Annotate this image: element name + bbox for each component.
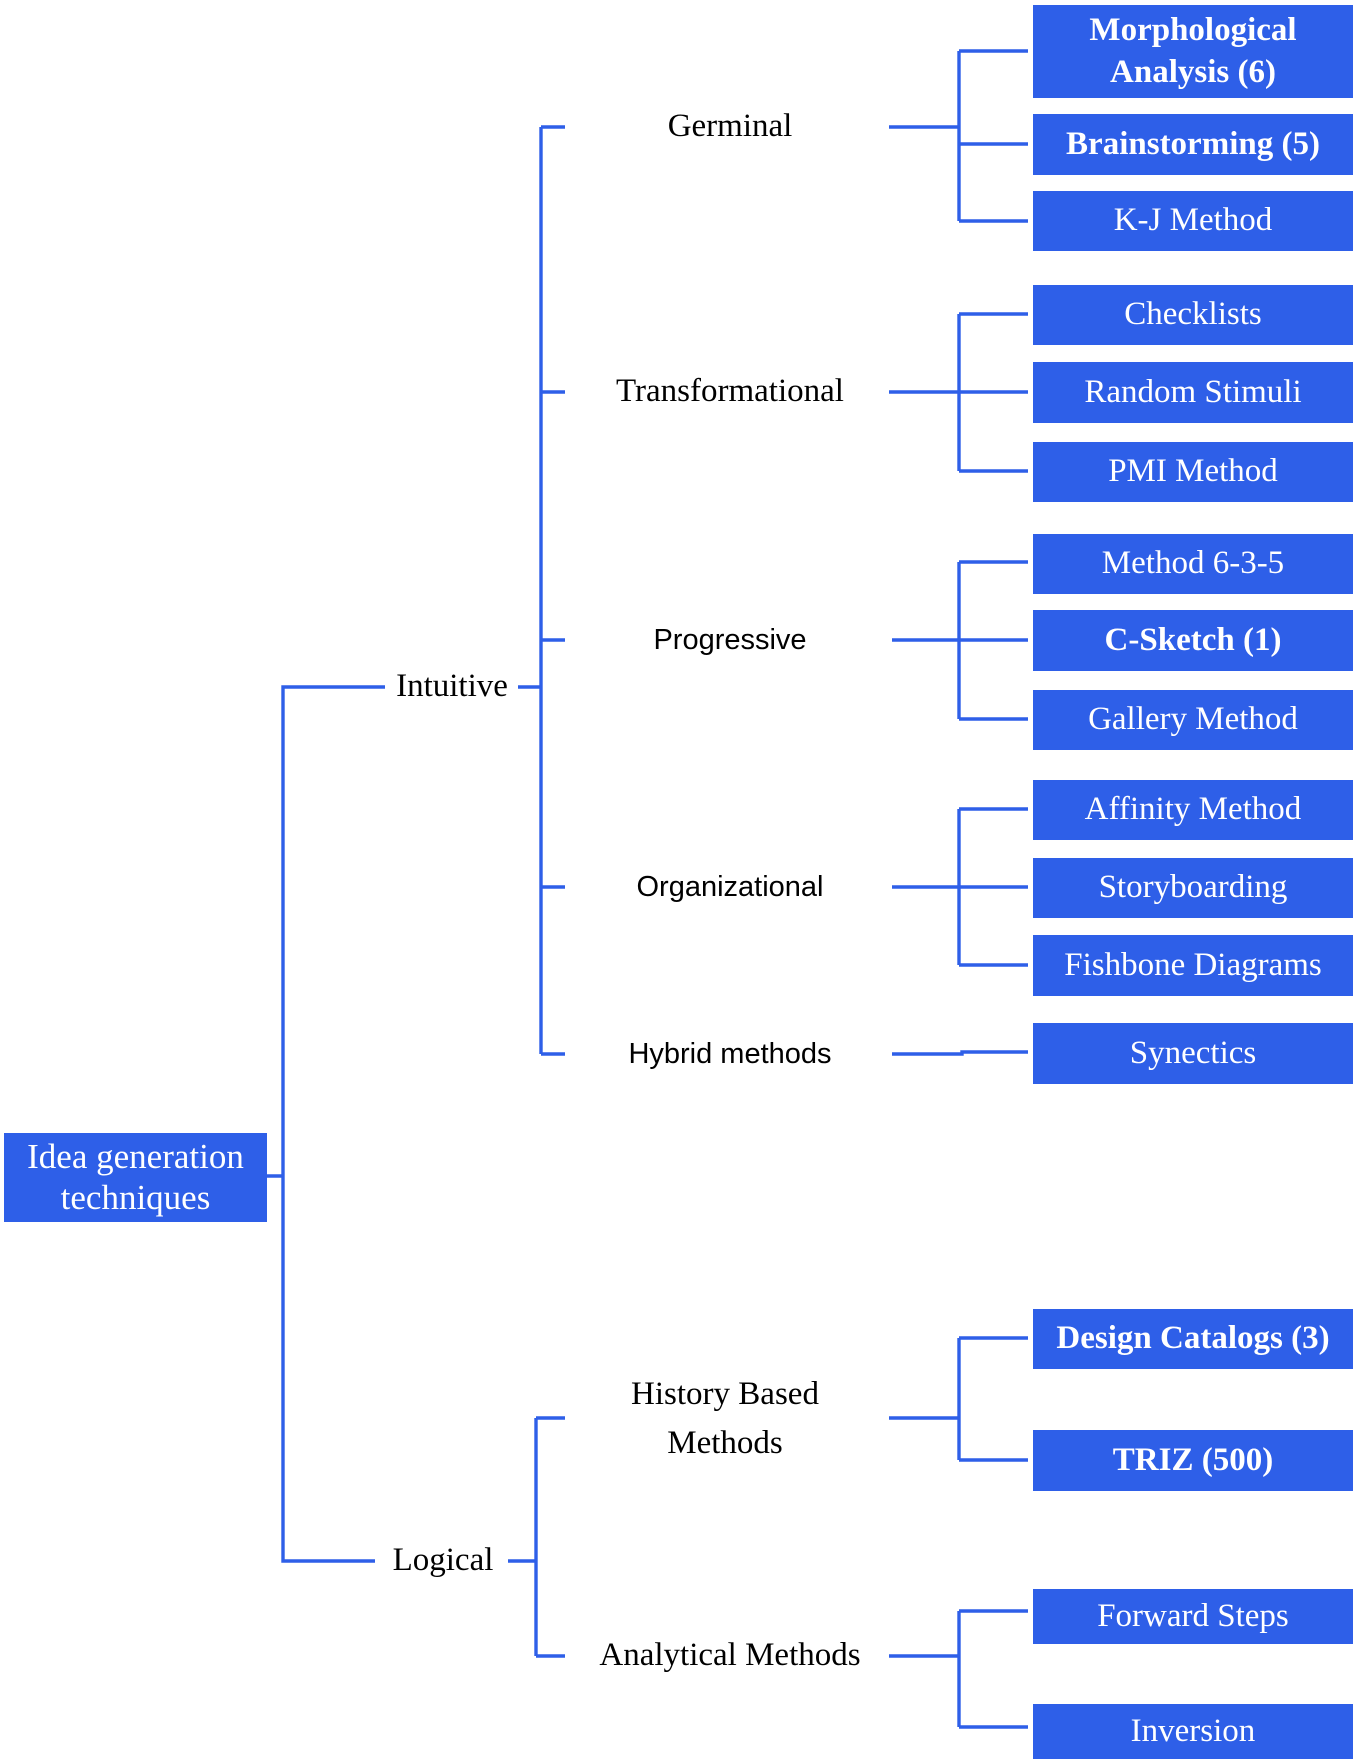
technique-label: Affinity Method bbox=[1084, 791, 1302, 828]
technique-box: Brainstorming (5) bbox=[1033, 114, 1353, 175]
group-analytical: Analytical Methods bbox=[580, 1633, 880, 1679]
technique-label: Method 6-3-5 bbox=[1101, 545, 1285, 582]
technique-box: Random Stimuli bbox=[1033, 362, 1353, 423]
technique-label: Fishbone Diagrams bbox=[1064, 946, 1322, 983]
technique-label: C-Sketch (1) bbox=[1104, 621, 1282, 658]
technique-box: TRIZ (500) bbox=[1033, 1430, 1353, 1491]
category-logical: Logical bbox=[380, 1538, 506, 1584]
root-node: Idea generation techniques bbox=[4, 1133, 267, 1222]
technique-label: Forward Steps bbox=[1097, 1597, 1289, 1634]
technique-label: Gallery Method bbox=[1088, 701, 1298, 738]
technique-box: C-Sketch (1) bbox=[1033, 610, 1353, 671]
technique-box: Fishbone Diagrams bbox=[1033, 935, 1353, 996]
group-hybrid-label: Hybrid methods bbox=[628, 1037, 832, 1070]
group-transformational: Transformational bbox=[600, 369, 860, 415]
technique-label: Storyboarding bbox=[1098, 869, 1288, 906]
root-to-intuitive-line bbox=[281, 685, 385, 1176]
technique-label: Morphological Analysis (6) bbox=[1089, 12, 1297, 90]
group-progressive-label: Progressive bbox=[653, 623, 807, 656]
technique-label: Random Stimuli bbox=[1084, 373, 1302, 410]
technique-box: Affinity Method bbox=[1033, 780, 1353, 840]
category-logical-label: Logical bbox=[392, 1542, 494, 1579]
technique-box: Morphological Analysis (6) bbox=[1033, 5, 1353, 98]
group-transformational-label: Transformational bbox=[616, 373, 844, 410]
technique-box: Method 6-3-5 bbox=[1033, 534, 1353, 594]
technique-label: TRIZ (500) bbox=[1112, 1441, 1274, 1478]
technique-label: Inversion bbox=[1130, 1712, 1256, 1749]
group-organizational: Organizational bbox=[610, 866, 850, 908]
hybrid-stub-line bbox=[892, 1050, 1028, 1056]
group-organizational-label: Organizational bbox=[636, 870, 824, 903]
technique-box: Forward Steps bbox=[1033, 1589, 1353, 1644]
technique-box: Inversion bbox=[1033, 1704, 1353, 1759]
group-germinal-label: Germinal bbox=[667, 108, 793, 145]
technique-box: Design Catalogs (3) bbox=[1033, 1309, 1353, 1369]
technique-box: Storyboarding bbox=[1033, 858, 1353, 918]
group-germinal: Germinal bbox=[600, 104, 860, 150]
category-intuitive: Intuitive bbox=[388, 664, 516, 710]
technique-label: K-J Method bbox=[1113, 202, 1273, 239]
root-label: Idea generation techniques bbox=[27, 1137, 244, 1217]
root-to-logical-line bbox=[281, 1176, 375, 1563]
technique-box: K-J Method bbox=[1033, 191, 1353, 251]
technique-box: PMI Method bbox=[1033, 442, 1353, 502]
group-history-label: History Based Methods bbox=[631, 1375, 819, 1462]
group-analytical-label: Analytical Methods bbox=[599, 1637, 861, 1674]
category-intuitive-label: Intuitive bbox=[396, 668, 508, 705]
technique-box: Gallery Method bbox=[1033, 690, 1353, 750]
technique-label: PMI Method bbox=[1108, 453, 1278, 490]
technique-label: Brainstorming (5) bbox=[1066, 125, 1320, 162]
technique-label: Design Catalogs (3) bbox=[1056, 1320, 1330, 1357]
technique-box: Synectics bbox=[1033, 1023, 1353, 1084]
technique-label: Synectics bbox=[1129, 1034, 1257, 1071]
technique-box: Checklists bbox=[1033, 285, 1353, 345]
technique-label: Checklists bbox=[1124, 296, 1262, 333]
group-progressive: Progressive bbox=[610, 619, 850, 661]
group-history: History Based Methods bbox=[610, 1369, 840, 1469]
group-hybrid: Hybrid methods bbox=[605, 1033, 855, 1075]
